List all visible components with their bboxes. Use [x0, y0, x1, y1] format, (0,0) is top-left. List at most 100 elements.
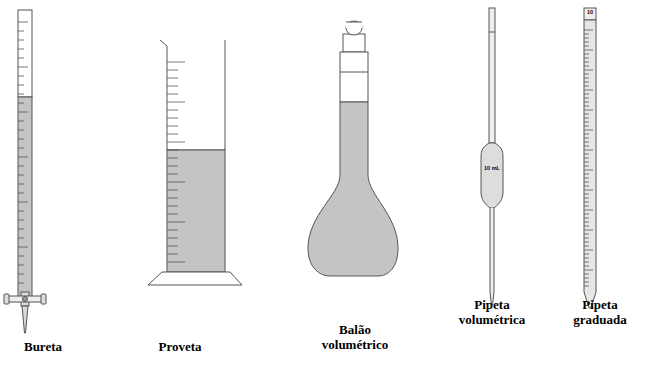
tick: [167, 102, 185, 103]
tick: [18, 157, 28, 158]
tick: [584, 194, 589, 195]
tick: [167, 70, 178, 71]
volume-marking: 10: [584, 10, 596, 16]
tick: [18, 121, 24, 122]
tick: [167, 254, 178, 255]
tick: [167, 246, 178, 247]
tick: [18, 76, 24, 77]
pipette-stem: [489, 8, 495, 143]
pipette-ticks: [584, 30, 593, 286]
tick: [18, 31, 24, 32]
stopcock-knob: [4, 294, 9, 304]
tick: [167, 150, 178, 151]
tick: [584, 62, 589, 63]
cylinder-liquid: [167, 150, 225, 272]
stopper: [343, 34, 365, 52]
tick: [167, 238, 178, 239]
tick: [584, 234, 589, 235]
tick: [584, 246, 589, 247]
tick: [584, 198, 589, 199]
tick: [584, 118, 589, 119]
tick: [584, 190, 593, 191]
tick: [167, 190, 178, 191]
tick: [584, 162, 589, 163]
stopcock-handle: [7, 296, 43, 302]
tick: [18, 247, 28, 248]
instrument-label: Proveta: [135, 340, 225, 355]
tick: [18, 58, 24, 59]
tick: [584, 30, 593, 31]
tick: [167, 206, 178, 207]
tick: [167, 182, 185, 183]
tick: [584, 214, 589, 215]
tick: [167, 110, 178, 111]
tick: [584, 166, 589, 167]
tick: [167, 86, 178, 87]
cylinder-base: [148, 272, 242, 285]
tick: [584, 58, 589, 59]
burette-tube: [18, 10, 32, 97]
tick: [18, 211, 24, 212]
tick: [18, 175, 24, 176]
tick: [584, 74, 589, 75]
pipette-tip: [490, 208, 494, 305]
tick: [584, 38, 589, 39]
tick: [18, 103, 24, 104]
tick: [584, 274, 589, 275]
tick: [584, 230, 593, 231]
tick: [584, 154, 589, 155]
tick: [584, 134, 589, 135]
tick: [584, 66, 589, 67]
graduated-pipette: [584, 20, 596, 308]
tick: [584, 250, 593, 251]
tick: [584, 242, 589, 243]
tick: [584, 222, 589, 223]
tick: [584, 210, 593, 211]
tick: [584, 34, 589, 35]
instrument-label: Balão volumétrico: [310, 323, 400, 353]
tick: [18, 166, 24, 167]
tick: [584, 202, 589, 203]
calibration-mark: [489, 32, 495, 33]
stopcock-pin: [23, 297, 28, 302]
tick: [584, 78, 589, 79]
tick: [584, 258, 589, 259]
tick: [584, 110, 593, 111]
tick: [18, 139, 24, 140]
tick: [584, 186, 589, 187]
tick: [584, 142, 589, 143]
tick: [167, 134, 178, 135]
tick: [18, 49, 24, 50]
tick: [167, 126, 178, 127]
tick: [18, 193, 24, 194]
tick: [167, 222, 185, 223]
volume-marking: 10 mL: [484, 166, 500, 172]
tick: [584, 106, 589, 107]
tick: [584, 282, 589, 283]
tick: [584, 286, 589, 287]
tick: [584, 122, 589, 123]
tick: [167, 214, 178, 215]
tick: [584, 98, 589, 99]
tick: [167, 158, 178, 159]
tick: [167, 166, 178, 167]
tick: [584, 278, 589, 279]
flask-neck: [340, 52, 368, 102]
cylinder-upper: [160, 40, 225, 150]
tick: [584, 150, 593, 151]
tick: [167, 262, 185, 263]
pipette-top: [584, 8, 596, 20]
tick: [584, 130, 593, 131]
tick: [584, 266, 589, 267]
cylinder-ticks: [167, 62, 185, 262]
tick: [584, 42, 589, 43]
tick: [167, 230, 178, 231]
tick: [584, 70, 593, 71]
tick: [584, 82, 589, 83]
tick: [584, 46, 589, 47]
tick: [18, 40, 24, 41]
tick: [584, 218, 589, 219]
tick: [584, 102, 589, 103]
pipette-bulb: [481, 143, 503, 208]
